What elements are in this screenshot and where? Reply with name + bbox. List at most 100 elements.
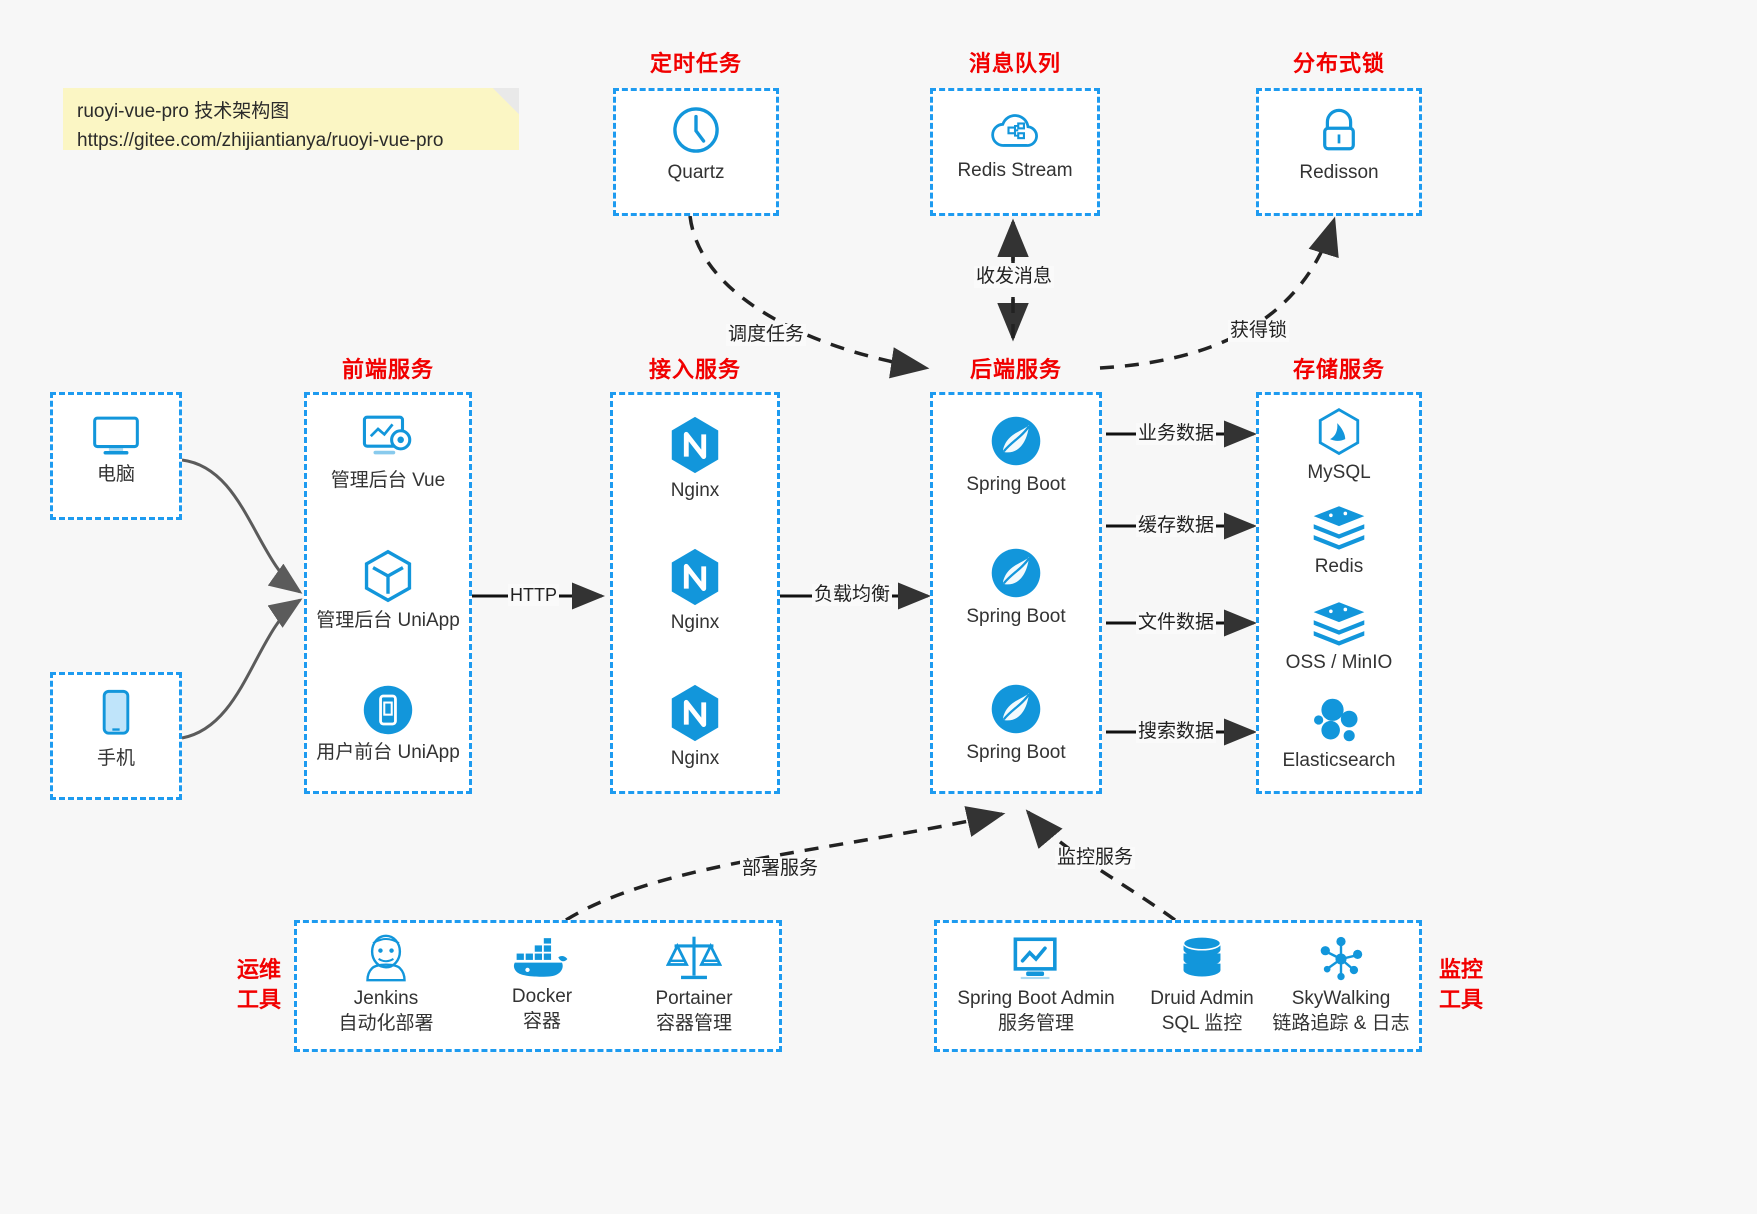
nginx-icon	[671, 416, 719, 474]
group-label-gateway: 接入服务	[648, 357, 741, 382]
node-jenkins[interactable]: Jenkins 自动化部署	[311, 933, 461, 1036]
node-portainer[interactable]: Portainer 容器管理	[619, 933, 769, 1036]
edge-label-deploy-service: 部署服务	[740, 858, 821, 880]
docker-icon	[513, 938, 568, 977]
title-note: ruoyi-vue-pro 技术架构图 https://gitee.com/zh…	[63, 88, 519, 151]
redis-icon	[1313, 506, 1365, 550]
edge-label-load-balance: 负载均衡	[812, 584, 893, 606]
node-spring-boot-admin[interactable]: Spring Boot Admin 服务管理	[943, 935, 1129, 1036]
node-admin-uniapp[interactable]: 管理后台 UniApp	[307, 547, 469, 633]
edge-label-cache-data: 缓存数据	[1136, 515, 1217, 537]
node-label-jenkins: Jenkins	[353, 988, 419, 1009]
node-label-skywalking: SkyWalking	[1291, 988, 1391, 1009]
node-nginx-1[interactable]: Nginx	[613, 415, 777, 503]
node-label-spring-boot-admin: Spring Boot Admin	[957, 988, 1115, 1009]
network-nodes-icon	[1320, 936, 1363, 981]
node-mobile[interactable]: 手机	[53, 687, 179, 771]
node-skywalking[interactable]: SkyWalking 链路追踪 & 日志	[1259, 935, 1423, 1036]
node-springboot-3[interactable]: Spring Boot	[933, 681, 1099, 765]
node-mysql[interactable]: MySQL	[1259, 407, 1419, 485]
node-label-oss: OSS / MinIO	[1285, 652, 1393, 673]
group-box-lock: Redisson	[1256, 88, 1422, 216]
cloud-stream-icon	[991, 114, 1038, 147]
node-springboot-2[interactable]: Spring Boot	[933, 545, 1099, 629]
note-fold-icon	[493, 88, 519, 114]
group-box-gateway: Nginx Nginx Nginx	[610, 392, 780, 794]
node-elasticsearch[interactable]: Elasticsearch	[1259, 695, 1419, 773]
node-nginx-3[interactable]: Nginx	[613, 683, 777, 771]
node-label-mysql: MySQL	[1307, 462, 1371, 483]
node-label-springboot-3: Spring Boot	[966, 742, 1066, 763]
node-sub-docker: 容器	[522, 1011, 561, 1032]
node-admin-vue[interactable]: 管理后台 Vue	[307, 411, 469, 493]
node-redis[interactable]: Redis	[1259, 503, 1419, 579]
group-label-monitor: 监控 工具	[1430, 955, 1492, 1015]
node-label-redis: Redis	[1314, 556, 1364, 577]
node-label-docker: Docker	[511, 986, 573, 1007]
edge-label-monitor-service: 监控服务	[1055, 847, 1136, 869]
edge-label-send-receive-msg: 收发消息	[974, 266, 1055, 288]
node-sub-jenkins: 自动化部署	[338, 1013, 434, 1034]
node-redis-stream[interactable]: Redis Stream	[933, 105, 1097, 183]
node-nginx-2[interactable]: Nginx	[613, 547, 777, 635]
edge-label-search-data: 搜索数据	[1136, 721, 1217, 743]
note-line-1: ruoyi-vue-pro 技术架构图	[77, 101, 290, 122]
spring-icon	[991, 548, 1041, 598]
group-box-scheduler: Quartz	[613, 88, 779, 216]
phone-icon	[102, 689, 130, 735]
lock-icon	[1323, 108, 1355, 151]
node-label-elasticsearch: Elasticsearch	[1282, 750, 1396, 771]
node-sub-skywalking: 链路追踪 & 日志	[1272, 1013, 1410, 1034]
oss-icon	[1313, 602, 1365, 646]
mobile-app-icon	[363, 685, 413, 735]
node-sub-druid-admin: SQL 监控	[1161, 1013, 1243, 1034]
node-label-redis-stream: Redis Stream	[957, 160, 1073, 181]
group-box-frontend: 管理后台 Vue 管理后台 UniApp 用户前台 UniApp	[304, 392, 472, 794]
node-label-nginx-3: Nginx	[670, 748, 720, 769]
edge-label-schedule-task: 调度任务	[726, 324, 807, 346]
group-box-monitor: Spring Boot Admin 服务管理 Druid Admin SQL 监…	[934, 920, 1422, 1052]
group-box-storage: MySQL Redis OSS / MinIO	[1256, 392, 1422, 794]
dashboard-icon	[362, 415, 412, 455]
node-springboot-1[interactable]: Spring Boot	[933, 413, 1099, 497]
group-box-pc: 电脑	[50, 392, 182, 520]
group-label-devops-line2: 工具	[236, 987, 281, 1012]
monitor-chart-icon	[1013, 937, 1057, 980]
node-label-nginx-1: Nginx	[670, 480, 720, 501]
node-label-springboot-2: Spring Boot	[966, 606, 1066, 627]
node-label-admin-vue: 管理后台 Vue	[330, 470, 446, 491]
spring-icon	[991, 416, 1041, 466]
group-box-backend: Spring Boot Spring Boot Spring Boot	[930, 392, 1102, 794]
node-docker[interactable]: Docker 容器	[467, 937, 617, 1034]
group-label-scheduler: 定时任务	[649, 51, 742, 76]
node-label-nginx-2: Nginx	[670, 612, 720, 633]
group-label-lock: 分布式锁	[1292, 51, 1385, 76]
edge-label-acquire-lock: 获得锁	[1228, 320, 1290, 342]
node-label-quartz: Quartz	[667, 162, 725, 183]
cube-icon	[364, 549, 412, 603]
group-label-monitor-line1: 监控	[1438, 957, 1483, 982]
node-druid-admin[interactable]: Druid Admin SQL 监控	[1127, 935, 1277, 1036]
group-label-devops: 运维 工具	[228, 955, 290, 1015]
node-user-uniapp[interactable]: 用户前台 UniApp	[307, 683, 469, 765]
node-label-druid-admin: Druid Admin	[1150, 988, 1254, 1009]
node-pc[interactable]: 电脑	[53, 411, 179, 487]
group-label-backend: 后端服务	[969, 357, 1062, 382]
node-label-portainer: Portainer	[655, 988, 733, 1009]
clock-icon	[673, 107, 719, 153]
group-label-mq: 消息队列	[968, 51, 1061, 76]
group-box-mobile: 手机	[50, 672, 182, 800]
note-line-2: https://gitee.com/zhijiantianya/ruoyi-vu…	[77, 130, 444, 151]
node-quartz[interactable]: Quartz	[616, 103, 776, 185]
node-label-admin-uniapp: 管理后台 UniApp	[316, 610, 460, 631]
node-redisson[interactable]: Redisson	[1259, 103, 1419, 185]
database-icon	[1182, 936, 1222, 977]
node-sub-spring-boot-admin: 服务管理	[997, 1013, 1074, 1034]
edge-label-file-data: 文件数据	[1136, 612, 1217, 634]
nginx-icon	[671, 548, 719, 606]
node-oss[interactable]: OSS / MinIO	[1259, 599, 1419, 675]
group-label-devops-line1: 运维	[236, 957, 281, 982]
node-label-redisson: Redisson	[1299, 162, 1379, 183]
node-label-user-uniapp: 用户前台 UniApp	[316, 742, 460, 763]
